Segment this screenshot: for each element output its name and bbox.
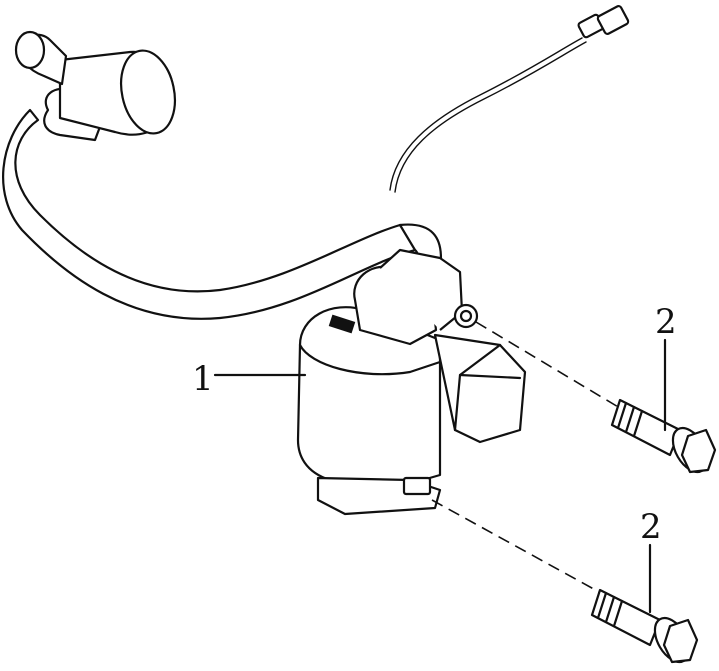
ignition-coil-body (296, 248, 527, 516)
spark-plug-cap (14, 30, 176, 142)
callout-ignition-coil: 1 (192, 359, 214, 399)
coil-label-plate (328, 314, 356, 334)
low-tension-wire (389, 5, 630, 193)
lower-mount-clip (402, 476, 432, 496)
coil-core-block (433, 333, 527, 444)
assembly-line-lower (431, 499, 611, 599)
callout-bolt-upper: 2 (655, 302, 677, 342)
callout-bolt-lower: 2 (640, 507, 662, 547)
upper-mount-hole (453, 303, 479, 329)
flange-bolt-upper (610, 398, 717, 474)
flange-bolt-lower (590, 588, 699, 664)
wire-connector (577, 5, 630, 39)
assembly-line-upper (475, 321, 641, 421)
